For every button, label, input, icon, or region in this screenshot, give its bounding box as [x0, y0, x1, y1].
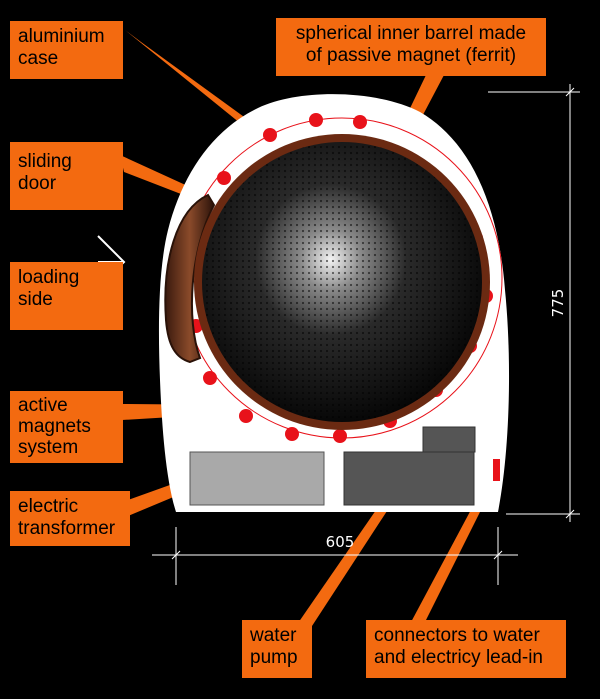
leader-aluminium-case — [125, 30, 262, 136]
magnet — [203, 371, 217, 385]
connector-block — [493, 459, 500, 481]
label-electric-transformer: electric transformer — [10, 491, 130, 546]
height-dimension-label: 775 — [549, 289, 567, 318]
magnet — [285, 427, 299, 441]
magnet — [333, 429, 347, 443]
magnet — [239, 409, 253, 423]
magnet — [309, 113, 323, 127]
label-connectors: connectors to water and electricy lead-i… — [366, 620, 566, 678]
pump-motor — [422, 426, 476, 453]
leader-connectors — [410, 476, 496, 624]
width-dimension-label: 605 — [326, 533, 355, 551]
magnet — [353, 115, 367, 129]
magnet — [217, 171, 231, 185]
label-sliding-door: sliding door — [10, 142, 123, 210]
barrel-perforation — [202, 142, 482, 422]
label-water-pump: water pump — [242, 620, 312, 678]
water-pump — [343, 451, 475, 506]
label-loading-side: loading side — [10, 262, 123, 330]
width-dimension — [152, 527, 518, 585]
label-spherical-inner-barrel: spherical inner barrel made of passive m… — [276, 18, 546, 76]
height-dimension — [488, 84, 580, 522]
electric-transformer — [189, 451, 325, 506]
label-aluminium-case: aluminium case — [10, 21, 123, 79]
label-active-magnets-system: active magnets system — [10, 391, 123, 463]
magnet — [263, 128, 277, 142]
